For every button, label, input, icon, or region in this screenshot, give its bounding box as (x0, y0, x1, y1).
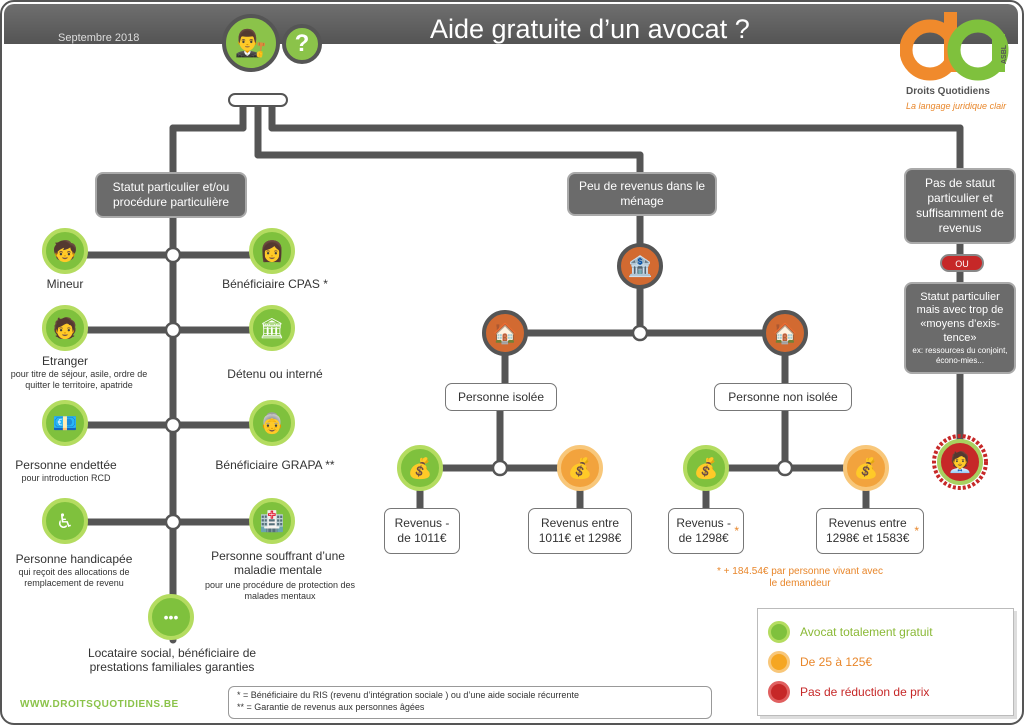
box-revenus-4: Revenus entre 1298€ et 1583€ * (816, 508, 924, 554)
more-dots: ••• (163, 609, 179, 625)
label-etranger: Etranger (41, 354, 89, 368)
foreigner-icon: 🧑 (42, 305, 88, 351)
legend-orange: De 25 à 125€ (768, 651, 872, 673)
box-revenus-2: Revenus entre 1011€ et 1298€ (528, 508, 632, 554)
box-pas-statut: Pas de statut particulier et suffisammen… (904, 168, 1016, 244)
hospital-icon: 🏥 (249, 498, 295, 544)
money-bag-green-icon-2: 💰 (683, 445, 729, 491)
logo: ASBL Droits Quotidiens La langage juridi… (899, 8, 1020, 118)
question-mark-icon: ? (282, 24, 322, 64)
cpas-person-icon: 👩 (249, 228, 295, 274)
elderly-icon: 👵 (249, 400, 295, 446)
label-detenu: Détenu ou interné (227, 367, 323, 381)
label-endettee: Personne endettée (15, 458, 117, 472)
lawyer-avatar-icon: 👨‍⚖️ (222, 14, 280, 72)
money-bag-orange-icon-1: 💰 (557, 445, 603, 491)
box-revenus-1: Revenus - de 1011€ (384, 508, 460, 554)
debt-icon: 💶 (42, 400, 88, 446)
label-cpas: Bénéficiaire CPAS * (222, 277, 328, 291)
label-handicapee: Personne handicapée (15, 552, 133, 566)
legend: Avocat totalement gratuit De 25 à 125€ P… (757, 608, 1014, 716)
label-mineur: Mineur (46, 277, 84, 291)
non-isolee-household-icon: 🏠 (762, 310, 808, 356)
prison-icon: 🏛 (249, 305, 295, 351)
header-bar (4, 4, 1018, 44)
label-maladie: Personne souffrant d’une maladie mentale (211, 549, 345, 578)
money-bag-green-icon-1: 💰 (397, 445, 443, 491)
legend-red-label: Pas de réduction de prix (800, 685, 930, 699)
logo-mark-icon (899, 12, 1009, 81)
sub-maladie: pour une procédure de protection des mal… (204, 580, 356, 601)
bank-icon: 🏦 (617, 243, 663, 289)
no-reduction-person-icon: 🧑‍💼 (937, 439, 983, 485)
sub-handicapee: qui reçoit des allocations de remplaceme… (18, 567, 130, 588)
revenus-4-star: * (914, 523, 919, 538)
child-icon: 🧒 (42, 228, 88, 274)
footnote-1: * = Bénéficiaire du RIS (revenu d’intégr… (237, 690, 579, 700)
box-statut-particulier: Statut particulier et/ou procédure parti… (95, 172, 247, 218)
money-bag-orange-icon-2: 💰 (843, 445, 889, 491)
logo-name: Droits Quotidiens (906, 86, 990, 97)
orange-dot-icon (768, 651, 790, 673)
legend-green: Avocat totalement gratuit (768, 621, 933, 643)
footnotes: * = Bénéficiaire du RIS (revenu d’intégr… (228, 686, 712, 719)
legend-red: Pas de réduction de prix (768, 681, 929, 703)
statut-moyens-example: ex: ressources du conjoint, écono-mies..… (912, 345, 1008, 365)
box-peu-revenus: Peu de revenus dans le ménage (567, 172, 717, 216)
label-locataire: Locataire social, bénéficiaire de presta… (87, 646, 257, 675)
website-link[interactable]: WWW.DROITSQUOTIDIENS.BE (20, 699, 179, 710)
revenus-3-star: * (734, 523, 739, 538)
legend-orange-label: De 25 à 125€ (800, 655, 873, 669)
logo-tagline: La langage juridique clair (906, 101, 1007, 111)
box-revenus-3: Revenus - de 1298€* (668, 508, 744, 554)
box-personne-non-isolee: Personne non isolée (714, 383, 852, 411)
red-dot-icon (768, 681, 790, 703)
green-dot-icon (768, 621, 790, 643)
revenus-footnote: * + 184.54€ par personne vivant avec le … (717, 566, 883, 589)
date-label: Septembre 2018 (58, 32, 140, 44)
sub-endettee: pour introduction RCD (21, 473, 111, 483)
page-title: Aide gratuite d’un avocat ? (430, 14, 750, 44)
wheelchair-icon: ♿ (42, 498, 88, 544)
more-icon: ••• (148, 594, 194, 640)
footnote-2: ** = Garantie de revenus aux personnes â… (237, 702, 425, 713)
branch-connector (228, 93, 288, 107)
isolee-household-icon: 🏠 (482, 310, 528, 356)
box-statut-moyens: Statut particulier mais avec trop de «mo… (904, 282, 1016, 374)
box-personne-isolee: Personne isolée (445, 383, 557, 411)
revenus-3-text: Revenus - de 1298€ (676, 516, 732, 545)
sub-etranger: pour titre de séjour, asile, ordre de qu… (10, 369, 148, 390)
statut-moyens-text: Statut particulier mais avec trop de «mo… (916, 290, 1004, 344)
revenus-4-text: Revenus entre 1298€ et 1583€ (825, 516, 910, 545)
ou-badge: OU (940, 254, 984, 272)
legend-green-label: Avocat totalement gratuit (800, 625, 933, 639)
label-grapa: Bénéficiaire GRAPA ** (215, 458, 335, 472)
